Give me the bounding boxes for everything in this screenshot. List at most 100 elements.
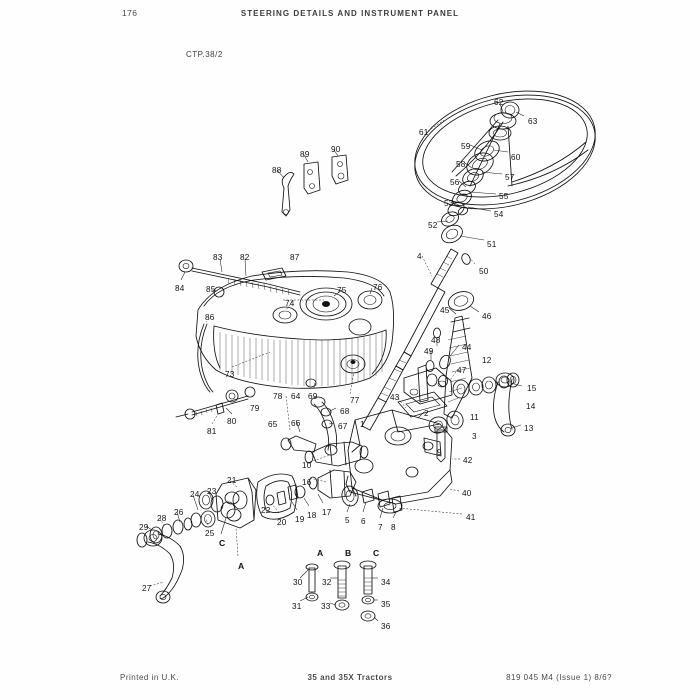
group-letter-c-4: C <box>219 538 226 548</box>
callout-11: 11 <box>470 413 479 422</box>
inner-steering-shaft-part-44 <box>417 291 475 419</box>
callout-36: 36 <box>381 622 391 631</box>
callout-8: 8 <box>391 523 396 532</box>
callout-59: 59 <box>461 142 471 151</box>
callout-27: 27 <box>142 584 152 593</box>
bolt-column-a <box>305 563 319 602</box>
callout-3: 3 <box>472 432 477 441</box>
callout-85: 85 <box>206 285 216 294</box>
callout-21: 21 <box>227 476 237 485</box>
page-number: 176 <box>122 8 138 18</box>
figure-code: CTP.38/2 <box>186 50 223 59</box>
callout-82: 82 <box>240 253 250 262</box>
callout-54: 54 <box>494 210 504 219</box>
callout-4: 4 <box>417 252 422 261</box>
callout-15: 15 <box>527 384 537 393</box>
drop-arm-part-27 <box>136 529 185 604</box>
callout-42: 42 <box>463 456 473 465</box>
fuel-tank-part-73 <box>195 267 395 389</box>
callout-34: 34 <box>381 578 391 587</box>
callout-48: 48 <box>431 336 441 345</box>
callout-33: 33 <box>321 602 331 611</box>
callout-7: 7 <box>378 523 383 532</box>
callout-32: 32 <box>322 578 332 587</box>
callout-74: 74 <box>285 299 295 308</box>
callout-25: 25 <box>205 529 215 538</box>
callout-78: 78 <box>273 392 283 401</box>
box-gasket-part-22 <box>256 473 297 520</box>
callout-67: 67 <box>338 422 348 431</box>
callout-49: 49 <box>424 347 434 356</box>
callout-35: 35 <box>381 600 391 609</box>
callout-55: 55 <box>499 192 509 201</box>
callout-84: 84 <box>175 284 185 293</box>
callout-77: 77 <box>350 396 360 405</box>
callout-18: 18 <box>307 511 317 520</box>
column-bearing-stack <box>441 140 500 265</box>
steering-box-housing-part-40 <box>345 409 453 514</box>
callout-51: 51 <box>487 240 497 249</box>
callout-60: 60 <box>511 153 521 162</box>
linkage-78-to-81 <box>175 386 256 420</box>
steering-wheel-part-61 <box>414 90 596 210</box>
callout-43: 43 <box>390 393 400 402</box>
callout-6: 6 <box>361 517 366 526</box>
group-letter-a-3: A <box>238 561 245 571</box>
callout-89: 89 <box>300 150 310 159</box>
callout-28: 28 <box>157 514 167 523</box>
linkage-parts-16-to-22 <box>265 469 357 506</box>
callout-64: 64 <box>291 392 301 401</box>
column-base-bracket <box>403 367 453 405</box>
bushes-parts-11-3 <box>428 410 464 434</box>
callout-12: 12 <box>482 356 492 365</box>
callout-53: 53 <box>444 199 454 208</box>
footer-center: 35 and 35X Tractors <box>307 673 393 682</box>
housing-part-21 <box>215 477 257 529</box>
bolt-part-42 <box>434 426 448 463</box>
callout-65: 65 <box>268 420 278 429</box>
callout-50: 50 <box>479 267 489 276</box>
callout-16: 16 <box>302 478 312 487</box>
group-letter-a-0: A <box>317 548 324 558</box>
callout-30: 30 <box>293 578 303 587</box>
steering-column-tube-part-4 <box>361 248 459 431</box>
valve-assembly-part-10 <box>304 441 369 467</box>
callout-62: 62 <box>494 98 504 107</box>
callout-88: 88 <box>272 166 282 175</box>
callout-81: 81 <box>207 427 217 436</box>
callout-45: 45 <box>440 306 450 315</box>
top-small-parts-88-89-90 <box>281 154 349 217</box>
callout-24: 24 <box>190 490 200 499</box>
drop-arm-part-13 <box>493 372 516 437</box>
callout-5: 5 <box>345 516 350 525</box>
callout-46: 46 <box>482 312 492 321</box>
callout-83: 83 <box>213 253 223 262</box>
sheet-title: STEERING DETAILS AND INSTRUMENT PANEL <box>240 9 460 18</box>
footer-right: 819 045 M4 (Issue 1) 8/6? <box>506 673 612 682</box>
callout-13: 13 <box>524 424 534 433</box>
callout-80: 80 <box>227 417 237 426</box>
callout-40: 40 <box>462 489 472 498</box>
tank-rods-82-83-86 <box>178 259 301 393</box>
callout-63: 63 <box>528 117 538 126</box>
callout-76: 76 <box>373 283 383 292</box>
small-parts-5-to-8 <box>341 485 403 513</box>
callout-58: 58 <box>456 160 466 169</box>
callout-79: 79 <box>250 404 260 413</box>
bracket-parts-64-to-69 <box>280 378 338 456</box>
bolt-column-b <box>333 560 351 611</box>
callout-44: 44 <box>462 343 472 352</box>
gasket-part-43 <box>397 391 448 418</box>
callout-61: 61 <box>419 128 429 137</box>
callout-20: 20 <box>277 518 287 527</box>
group-letter-c-2: C <box>373 548 380 558</box>
callout-47: 47 <box>457 366 467 375</box>
callout-73: 73 <box>225 370 235 379</box>
callout-26: 26 <box>174 508 184 517</box>
leader-lines <box>145 103 525 622</box>
callout-17: 17 <box>322 508 332 517</box>
callout-41: 41 <box>466 513 476 522</box>
group-letter-b-1: B <box>345 548 352 558</box>
callout-69: 69 <box>308 392 318 401</box>
